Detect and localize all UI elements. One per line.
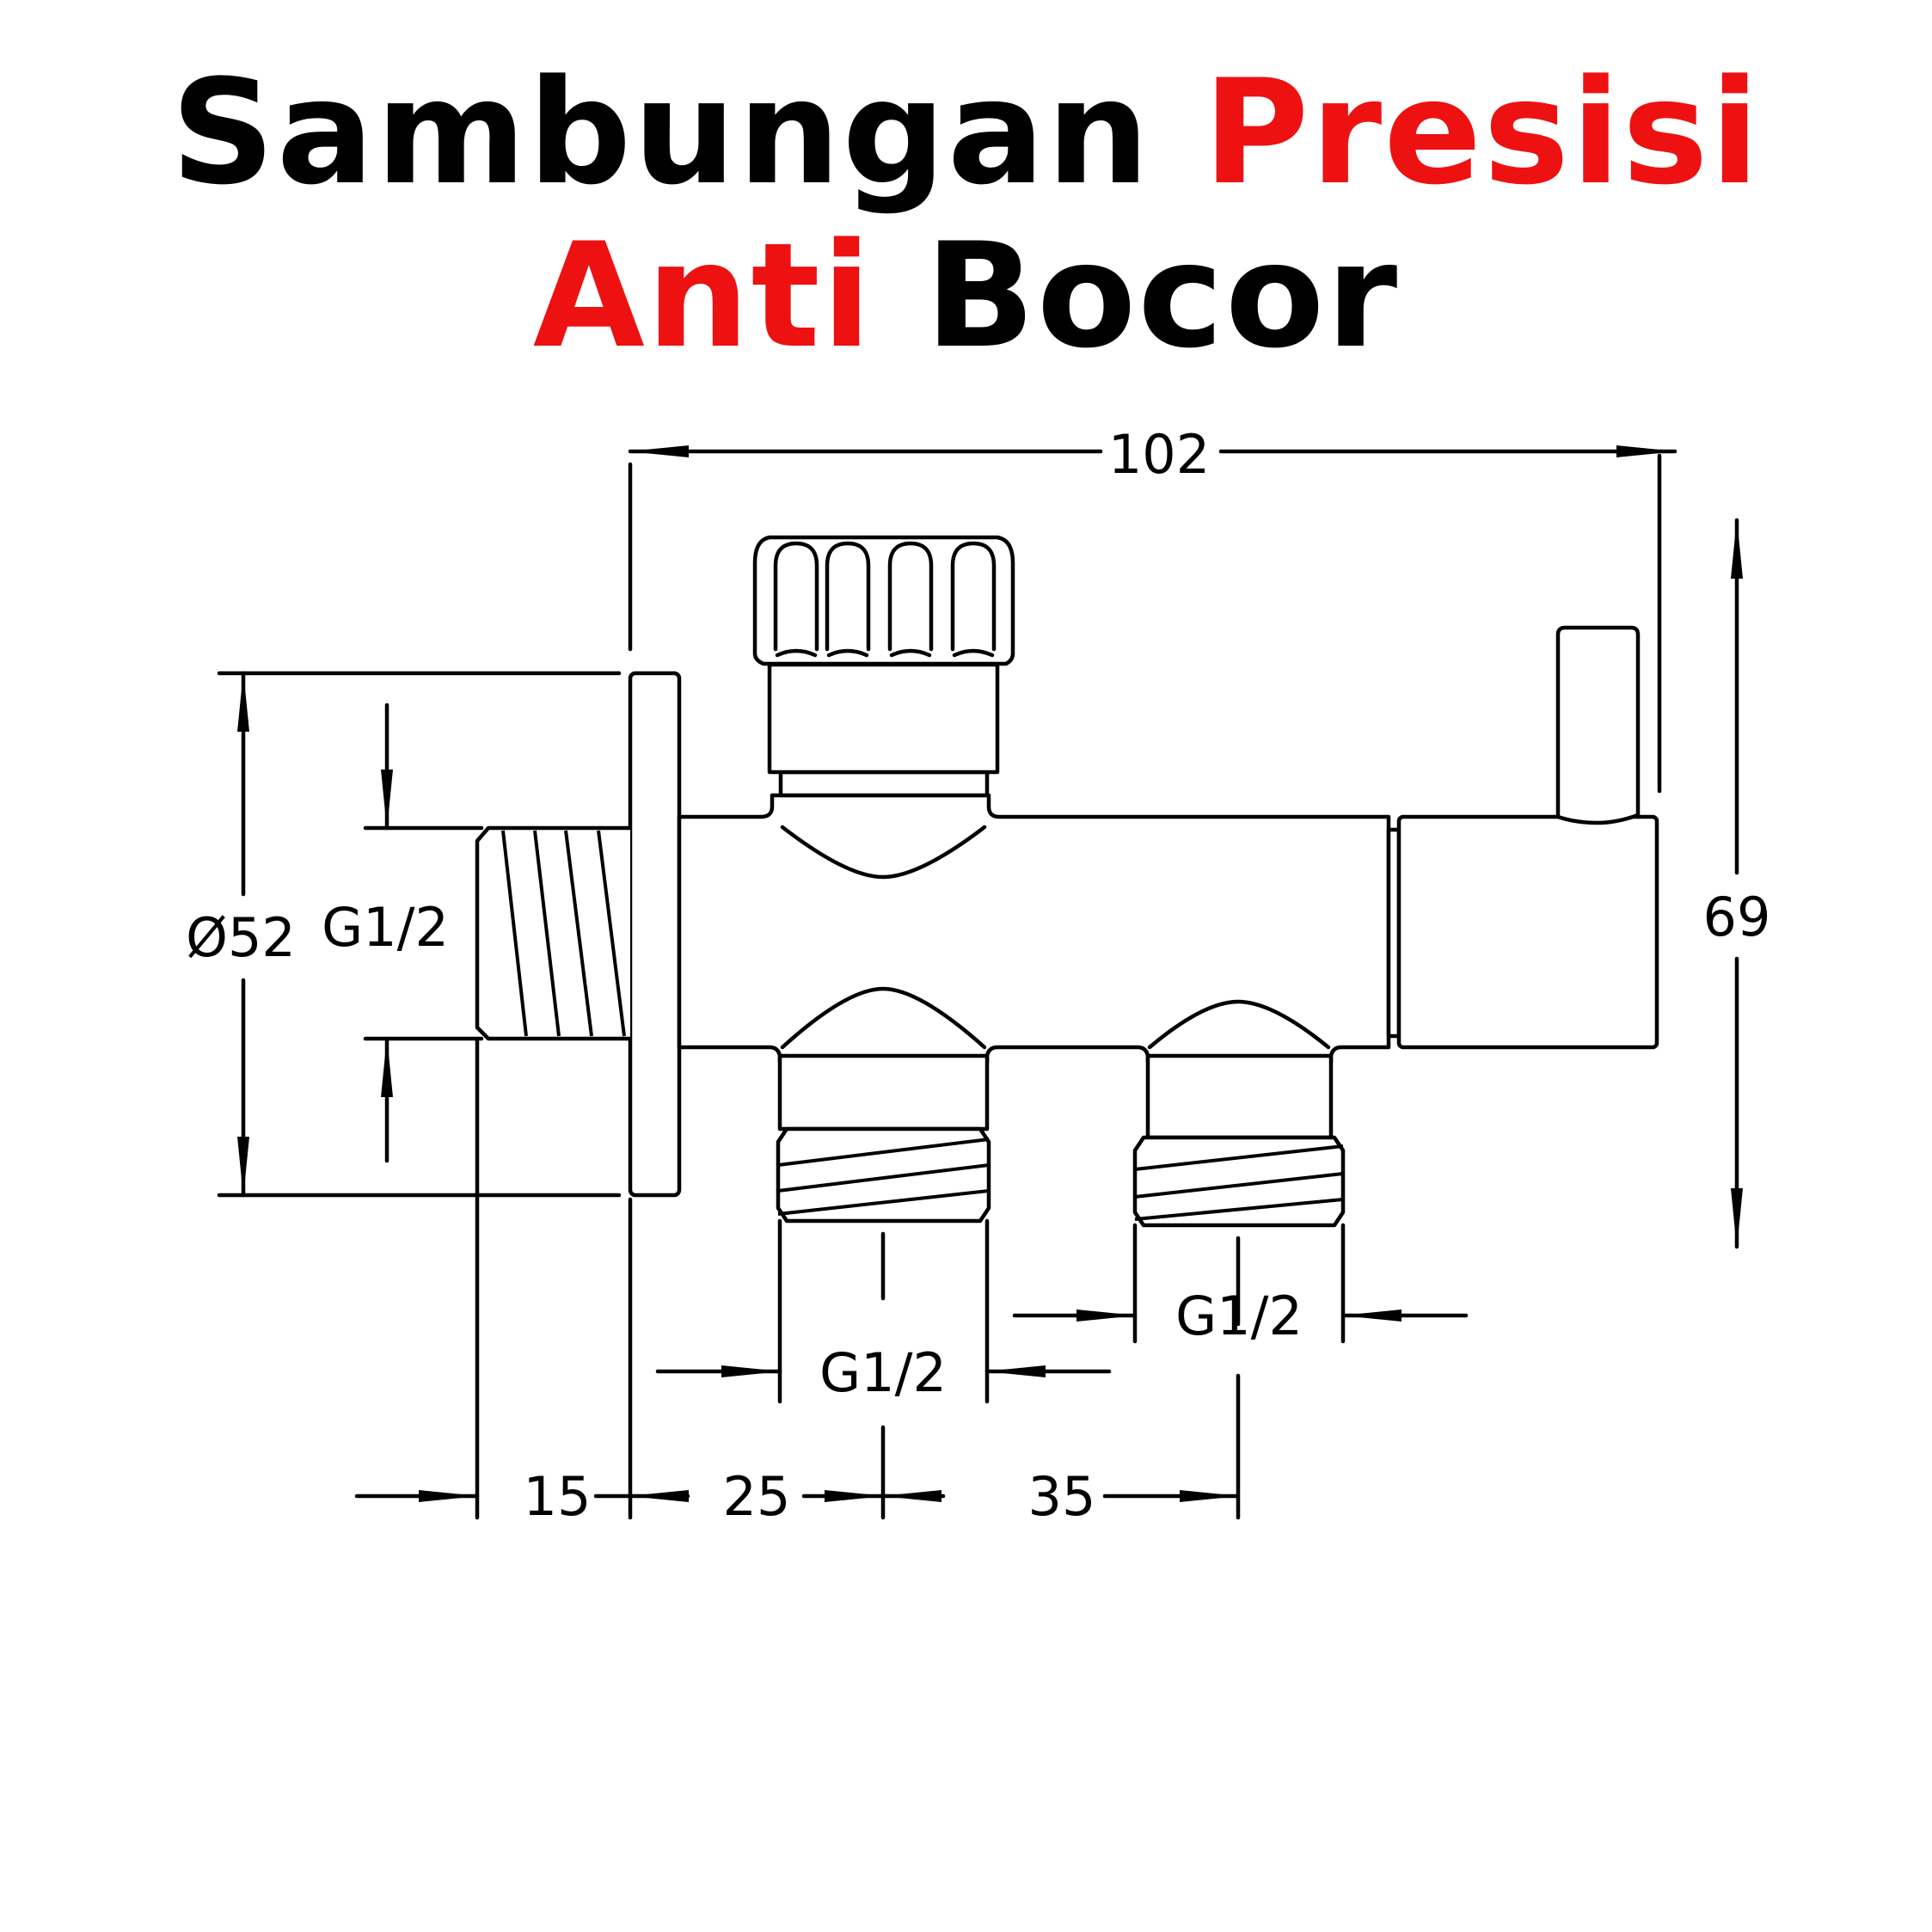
lever-handle (1555, 625, 1641, 825)
headline-line-1: Sambungan Presisi (0, 60, 1932, 205)
headline-word-sambungan: Sambungan (170, 48, 1151, 217)
valve-right-block (1386, 625, 1659, 1050)
outlet-left (776, 1053, 991, 1224)
dimension-label-outlet-right-thread: G1/2 (1175, 1285, 1303, 1347)
inlet-thread (475, 825, 630, 1041)
dimension-label-69: 69 (1703, 886, 1771, 948)
dimension-label-15: 15 (524, 1465, 592, 1528)
shutoff-knob (752, 535, 1015, 798)
dimension-flange-diameter: Ø52 (186, 671, 296, 1198)
outlet-right (1132, 1053, 1346, 1228)
wall-flange (628, 671, 682, 1198)
valve-body (677, 793, 1391, 1064)
dimension-label-inlet-thread: G1/2 (322, 896, 449, 959)
dimension-label-35: 35 (1028, 1465, 1096, 1528)
dimension-outlet-left-thread: G1/2 (655, 1341, 1112, 1404)
headline-line-2: Anti Bocor (0, 224, 1932, 368)
headline-word-presisi: Presisi (1203, 48, 1762, 217)
dimension-overall-width: 102 (628, 423, 1677, 486)
dimension-label-102: 102 (1108, 423, 1210, 486)
dimension-chain-bottom: 15 25 35 (354, 1465, 1241, 1528)
dimension-label-25: 25 (723, 1465, 791, 1528)
headline-word-anti: Anti (532, 212, 874, 380)
dimension-overall-height: 69 (1703, 518, 1771, 1249)
dimension-label-diameter: Ø52 (186, 906, 296, 969)
dimension-inlet-thread: G1/2 (322, 702, 449, 1163)
dimension-label-outlet-left-thread: G1/2 (819, 1341, 947, 1404)
dimension-outlet-right-thread: G1/2 (1012, 1285, 1469, 1347)
headline-word-bocor: Bocor (924, 212, 1400, 380)
